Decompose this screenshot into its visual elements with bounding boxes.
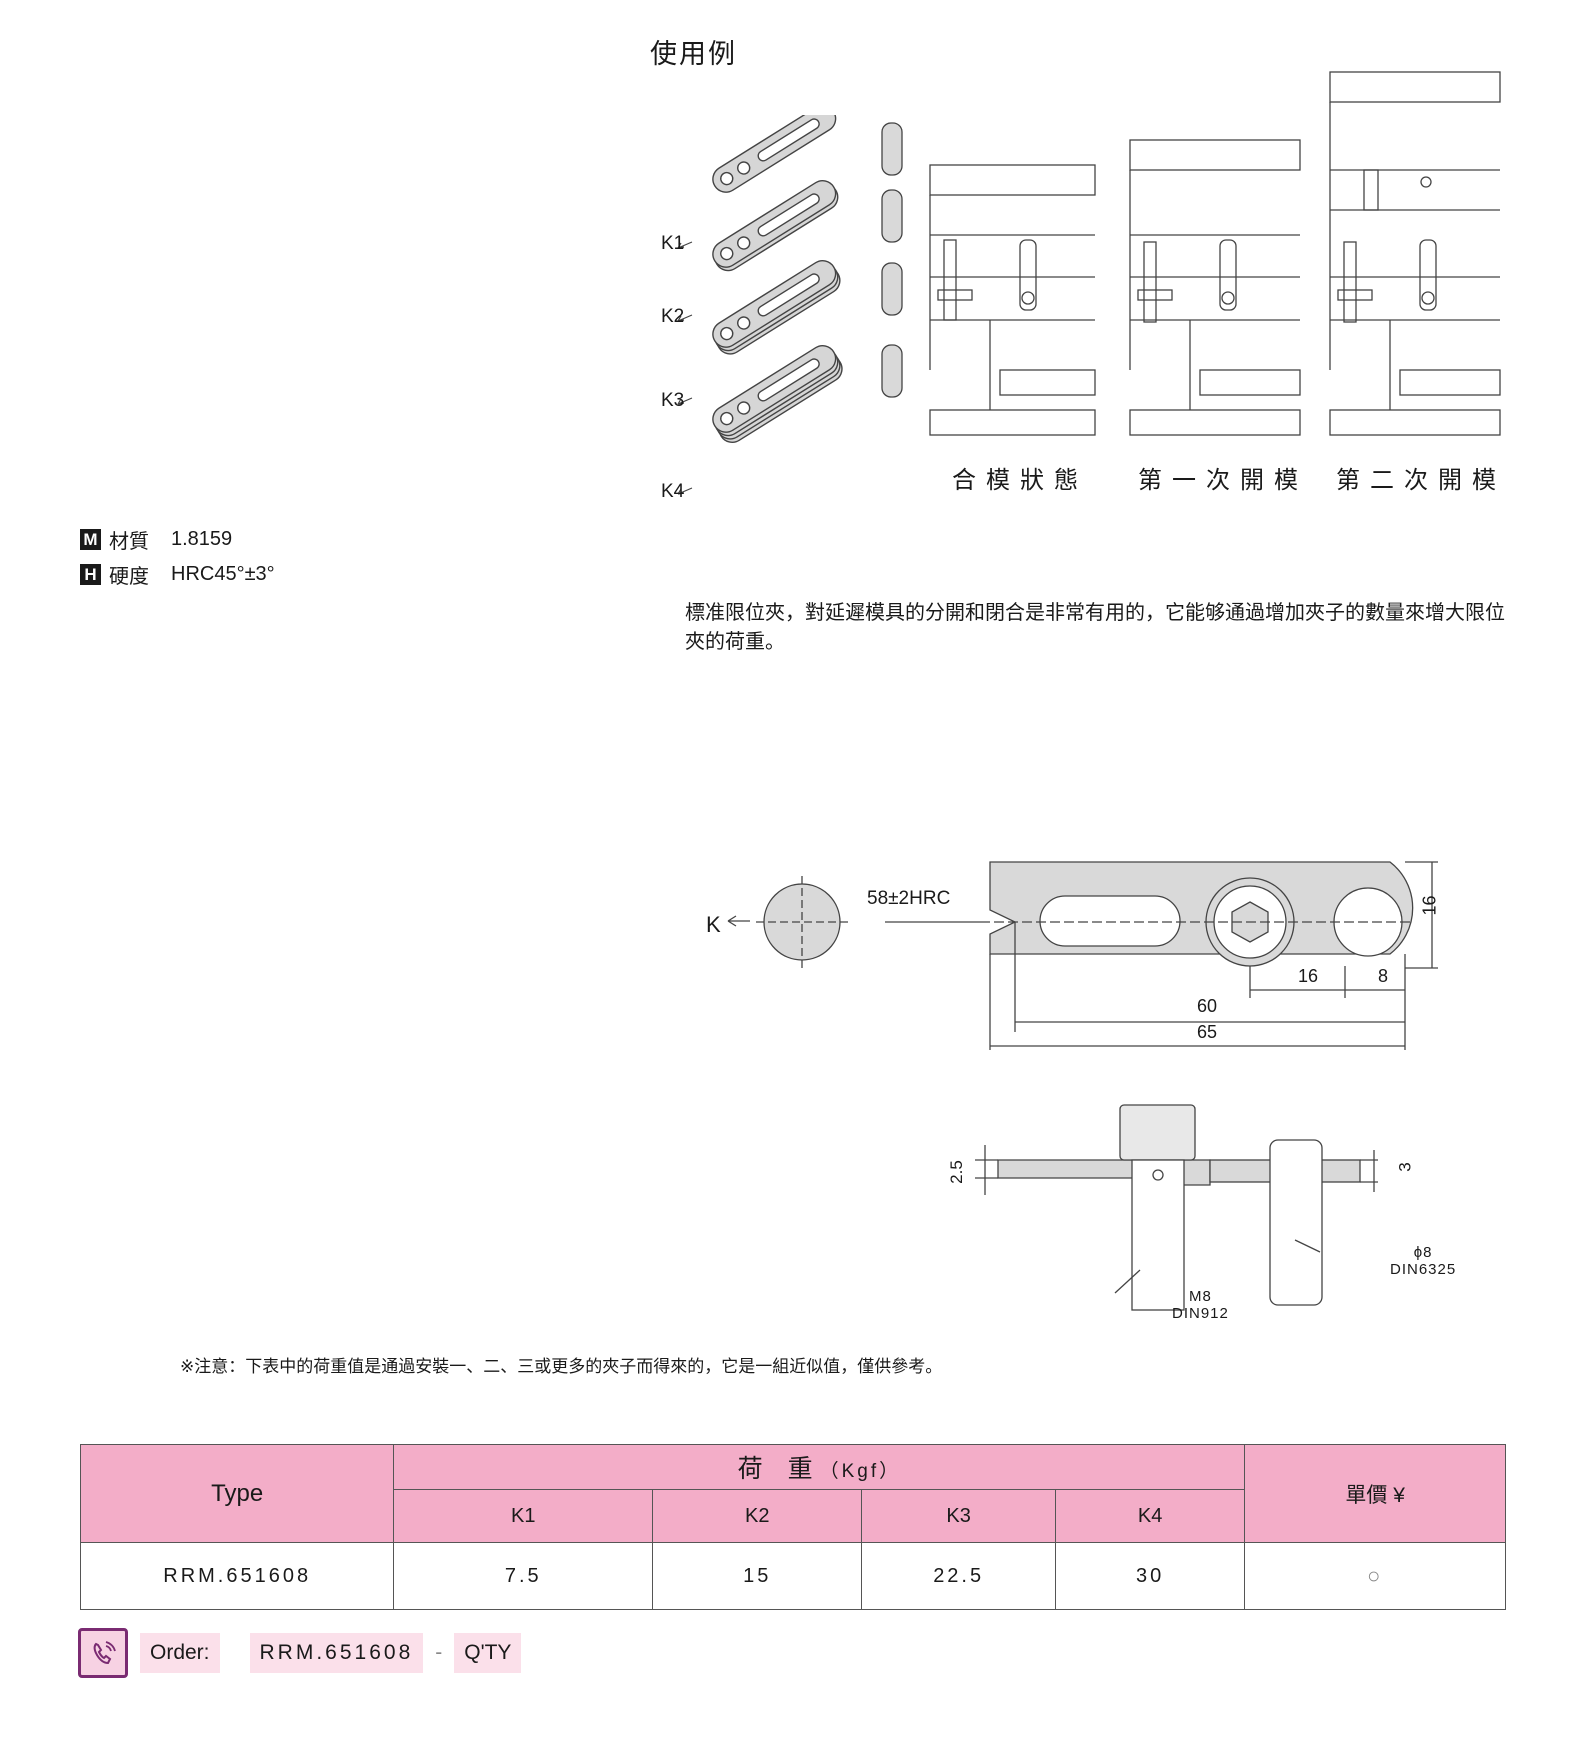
stack-label-k4: K4 (661, 481, 685, 502)
stack-label-k1: K1 (661, 233, 685, 254)
col-k3: K3 (861, 1489, 1056, 1543)
tip-hardness-callout: 58±2HRC (867, 888, 951, 909)
hardness-label: 硬度 (109, 564, 149, 588)
dim-thickness-plate: 3 (1395, 1162, 1415, 1172)
col-k4: K4 (1054, 1489, 1246, 1543)
order-separator: - (435, 1641, 443, 1664)
col-k1: K1 (393, 1489, 654, 1543)
dim-end: 8 (1378, 966, 1389, 986)
plan-view-drawing (727, 861, 1438, 1050)
dim-inner: 60 (1197, 996, 1218, 1016)
cell-k2: 15 (652, 1542, 863, 1610)
load-unit: （Kgf） (819, 1461, 902, 1482)
type-header: Type (79, 1444, 395, 1543)
cell-k1: 7.5 (393, 1542, 654, 1610)
spec-hardness: H 硬度 HRC45°±3° (80, 560, 275, 589)
mold-stages-diagram (929, 71, 1501, 436)
price-header: 單價 ¥ (1244, 1444, 1506, 1543)
dim-width: 16 (1419, 895, 1440, 916)
cell-k4: 30 (1054, 1542, 1246, 1610)
pin-callout: ϕ8 DIN6325 (1390, 1244, 1456, 1278)
stage-label-second-open: 第二次開模 (1336, 466, 1506, 494)
load-note: ※注意：下表中的荷重值是通過安裝一、二、三或更多的夾子而得來的，它是一組近似值，… (180, 1357, 943, 1377)
product-description: 標准限位夾，對延遲模具的分開和閉合是非常有用的，它能够通過增加夾子的數量來增大限… (685, 600, 1505, 653)
stack-label-k2: K2 (661, 306, 685, 327)
spec-material: M 材質 1.8159 (80, 525, 232, 554)
col-k2: K2 (652, 1489, 863, 1543)
hardness-value: HRC45°±3° (171, 563, 275, 585)
dim-thickness-clip: 2.5 (946, 1160, 966, 1184)
pin-standard: DIN6325 (1390, 1261, 1457, 1278)
bolt-standard: DIN912 (1172, 1305, 1229, 1322)
cell-price: ○ (1244, 1542, 1506, 1610)
dim-pitch: 16 (1298, 966, 1319, 986)
usage-title: 使用例 (650, 39, 737, 70)
phone-icon (78, 1628, 128, 1678)
material-value: 1.8159 (171, 528, 233, 550)
dim-overall: 65 (1197, 1022, 1218, 1042)
order-quantity[interactable]: Q'TY (454, 1633, 522, 1673)
cell-type: RRM.651608 (79, 1542, 395, 1610)
load-header: 荷 重 （Kgf） (393, 1444, 1246, 1490)
pins-illustration (881, 122, 903, 398)
bolt-size: M8 (1189, 1288, 1212, 1305)
pin-size: ϕ8 (1413, 1244, 1433, 1261)
cell-k3: 22.5 (861, 1542, 1056, 1610)
stage-label-first-open: 第一次開模 (1138, 466, 1308, 494)
bolt-callout: M8 DIN912 (1172, 1288, 1229, 1322)
stack-label-k3: K3 (661, 390, 685, 411)
material-badge: M (80, 529, 101, 550)
stage-label-closed: 合模狀態 (952, 466, 1088, 494)
view-label: K (706, 912, 721, 937)
order-label: Order: (140, 1633, 220, 1673)
hardness-badge: H (80, 564, 101, 585)
material-label: 材質 (109, 529, 149, 553)
price-table: Type 荷 重 （Kgf） 單價 ¥ K1 K2 K3 K4 RRM.6516… (79, 1444, 1506, 1610)
side-view-drawing (975, 1104, 1378, 1311)
table-row: RRM.651608 7.5 15 22.5 30 ○ (79, 1542, 1506, 1610)
order-code[interactable]: RRM.651608 (249, 1633, 424, 1673)
load-header-label: 荷 重 (737, 1455, 813, 1483)
order-line: Order: RRM.651608 - Q'TY (78, 1628, 522, 1678)
clip-stack-illustration (677, 115, 843, 495)
